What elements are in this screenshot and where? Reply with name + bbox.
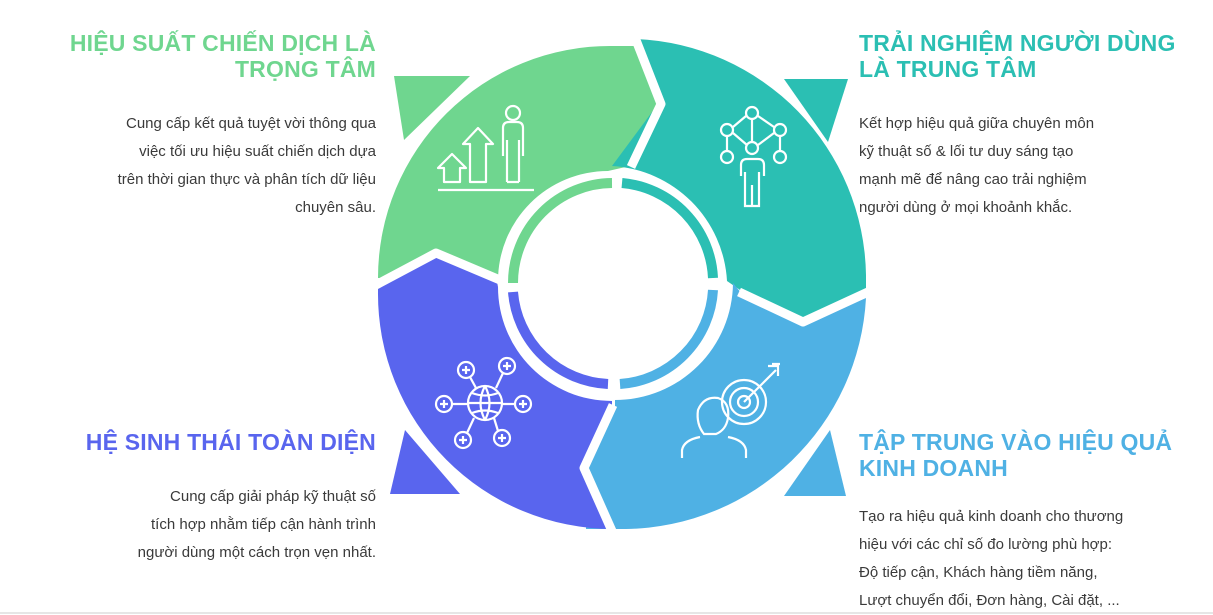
desc-line: Tạo ra hiệu quả kinh doanh cho thương [859, 508, 1124, 525]
business-block: TẬP TRUNG VÀO HIỆU QUẢ KINH DOANH Tạo ra… [859, 429, 1189, 615]
title-line: TẬP TRUNG VÀO HIỆU QUẢ [859, 429, 1173, 455]
performance-title: HIỆU SUẤT CHIẾN DỊCH LÀ TRỌNG TÂM [60, 30, 376, 82]
inner-arc-indigo [508, 291, 609, 389]
desc-line: Cung cấp kết quả tuyệt vời thông qua [125, 115, 376, 132]
target-person-icon [680, 362, 780, 458]
user-network-icon [719, 105, 788, 208]
performance-description: Cung cấp kết quả tuyệt vời thông qua việ… [60, 110, 376, 222]
desc-line: hiệu với các chỉ số đo lường phù hợp: [859, 536, 1113, 553]
arrowhead-bottom-left [390, 430, 460, 494]
segment-user-experience [612, 39, 866, 320]
ecosystem-description: Cung cấp giải pháp kỹ thuật số tích hợp … [60, 483, 376, 567]
desc-line: chuyên sâu. [295, 199, 376, 216]
arrowhead-top-right [784, 79, 848, 142]
performance-block: HIỆU SUẤT CHIẾN DỊCH LÀ TRỌNG TÂM Cung c… [60, 30, 376, 222]
desc-line: kỹ thuật số & lối tư duy sáng tạo [859, 143, 1074, 160]
desc-line: Kết hợp hiệu quả giữa chuyên môn [859, 115, 1095, 132]
user-experience-title: TRẢI NGHIỆM NGƯỜI DÙNG LÀ TRUNG TÂM [859, 30, 1189, 82]
desc-line: người dùng ở mọi khoảnh khắc. [859, 199, 1073, 216]
inner-arc-teal [621, 178, 718, 279]
title-line: TRẢI NGHIỆM NGƯỜI DÙNG [859, 30, 1176, 56]
business-description: Tạo ra hiệu quả kinh doanh cho thương hi… [859, 503, 1189, 615]
desc-line: Độ tiếp cận, Khách hàng tiềm năng, [859, 564, 1098, 581]
desc-line: tích hợp nhằm tiếp cận hành trình [151, 516, 376, 533]
desc-line: Cung cấp giải pháp kỹ thuật số [170, 488, 376, 505]
desc-line: việc tối ưu hiệu suất chiến dịch dựa [139, 143, 376, 160]
inner-arc-green [508, 178, 613, 284]
desc-line: Lượt chuyển đổi, Đơn hàng, Cài đặt, ... [859, 592, 1120, 609]
business-title: TẬP TRUNG VÀO HIỆU QUẢ KINH DOANH [859, 429, 1189, 481]
growth-chart-person-icon [436, 104, 534, 192]
arrowhead-bottom-right [784, 430, 846, 496]
inner-arc-blue [619, 289, 718, 389]
ecosystem-block: HỆ SINH THÁI TOÀN DIỆN Cung cấp giải phá… [60, 429, 376, 567]
title-line: HIỆU SUẤT CHIẾN DỊCH LÀ [69, 30, 376, 56]
user-experience-description: Kết hợp hiệu quả giữa chuyên môn kỹ thuậ… [859, 110, 1189, 222]
desc-line: người dùng một cách trọn vẹn nhất. [137, 544, 376, 561]
user-experience-block: TRẢI NGHIỆM NGƯỜI DÙNG LÀ TRUNG TÂM Kết … [859, 30, 1189, 222]
segment-separators [371, 35, 870, 533]
desc-line: trên thời gian thực và phân tích dữ liệu [117, 171, 376, 188]
title-line: KINH DOANH [859, 455, 1008, 481]
bottom-divider [0, 612, 1213, 614]
ecosystem-title: HỆ SINH THÁI TOÀN DIỆN [60, 429, 376, 455]
arrowhead-top-left [394, 76, 470, 140]
desc-line: mạnh mẽ để nâng cao trải nghiệm [859, 171, 1087, 188]
title-line: TRỌNG TÂM [234, 56, 376, 82]
globe-ecosystem-icon [434, 356, 533, 450]
title-line: HỆ SINH THÁI TOÀN DIỆN [85, 429, 376, 455]
title-line: LÀ TRUNG TÂM [859, 56, 1037, 82]
